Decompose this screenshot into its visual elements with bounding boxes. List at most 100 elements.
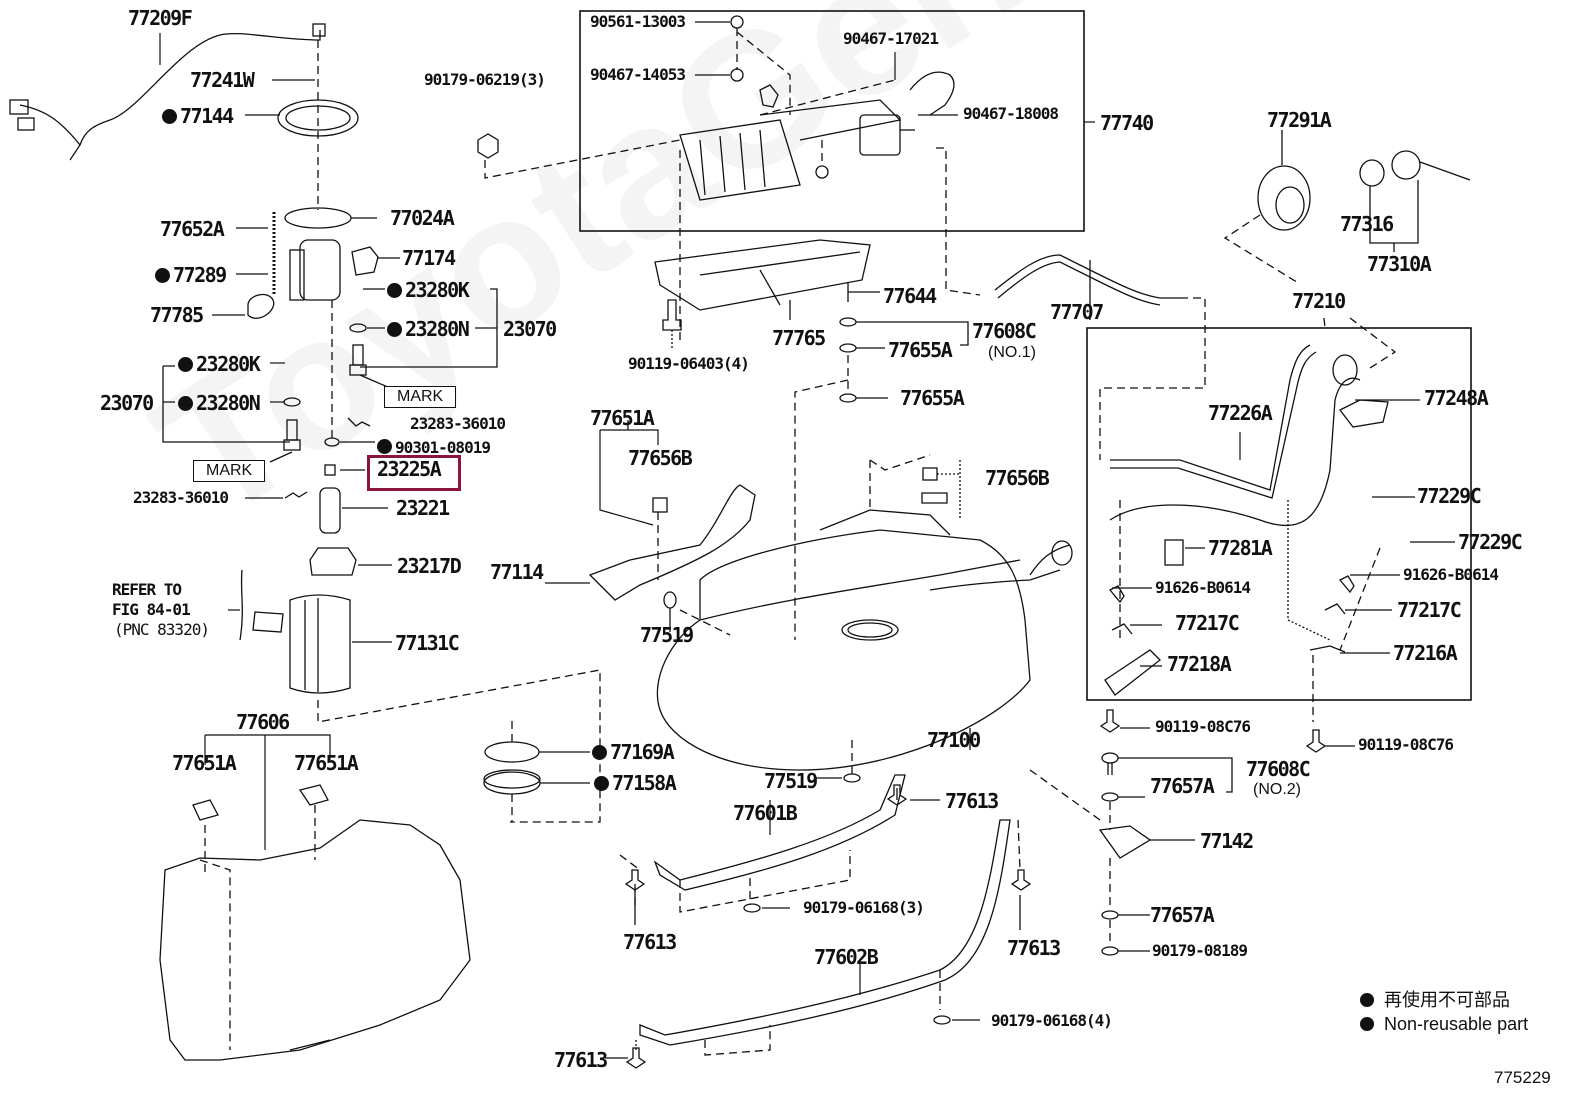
part-label[interactable]: 90467-14053 bbox=[590, 65, 686, 84]
part-label-non-reusable[interactable]: 90301-08019 bbox=[377, 439, 491, 456]
group-label-tank-band-no2[interactable]: 77608C bbox=[1246, 757, 1311, 781]
part-label[interactable]: 77114 bbox=[490, 560, 544, 584]
protector-77765 bbox=[654, 239, 871, 311]
part-label[interactable]: 77601B bbox=[733, 801, 798, 825]
part-label[interactable]: 77100 bbox=[927, 728, 981, 752]
part-label[interactable]: 77241W bbox=[190, 68, 255, 92]
part-label[interactable]: 77655A bbox=[888, 338, 953, 362]
part-label[interactable]: 77229C bbox=[1417, 484, 1482, 508]
filler-pipe-group-box bbox=[1086, 327, 1472, 701]
part-label[interactable]: 91626-B0614 bbox=[1155, 578, 1251, 597]
part-label[interactable]: 77613 bbox=[945, 789, 999, 813]
part-label-highlighted[interactable]: 23225A bbox=[377, 457, 442, 481]
part-label[interactable]: 77216A bbox=[1393, 641, 1458, 665]
part-label[interactable]: 77657A bbox=[1150, 903, 1215, 927]
part-label[interactable]: 77291A bbox=[1267, 108, 1332, 132]
mark-tag: MARK bbox=[384, 386, 457, 408]
part-label[interactable]: 90119-06403(4) bbox=[628, 354, 750, 373]
part-label[interactable]: 23070 bbox=[503, 317, 557, 341]
part-label[interactable]: 77613 bbox=[623, 930, 677, 954]
part-label[interactable]: 77652A bbox=[160, 217, 225, 241]
part-label[interactable]: 77142 bbox=[1200, 829, 1254, 853]
part-label[interactable]: 77613 bbox=[1007, 936, 1061, 960]
figure-number: 775229 bbox=[1494, 1068, 1551, 1087]
part-label[interactable]: 77651A bbox=[172, 751, 237, 775]
part-label[interactable]: 77310A bbox=[1367, 252, 1432, 276]
part-label[interactable]: 90467-18008 bbox=[963, 104, 1059, 123]
part-label[interactable]: 90179-06219(3) bbox=[424, 70, 546, 89]
part-label-non-reusable[interactable]: 23280K bbox=[387, 280, 470, 300]
part-label[interactable]: 77602B bbox=[814, 945, 879, 969]
fuel-tank-77100 bbox=[656, 529, 1031, 771]
wire-harness-77209f bbox=[9, 23, 326, 161]
breather-pipe-77707 bbox=[994, 254, 1180, 299]
filler-pipe-77210 bbox=[1104, 344, 1389, 696]
part-label[interactable]: 77519 bbox=[640, 623, 694, 647]
pump-bracket-23217d bbox=[309, 547, 357, 576]
part-label-non-reusable[interactable]: 23280K bbox=[178, 354, 261, 374]
part-label[interactable]: 77229C bbox=[1458, 530, 1523, 554]
part-label[interactable]: 90179-06168(4) bbox=[991, 1011, 1113, 1030]
part-label[interactable]: 77209F bbox=[128, 6, 193, 30]
group-sub-label: (NO.2) bbox=[1253, 781, 1301, 798]
part-label-non-reusable[interactable]: 23280N bbox=[178, 393, 261, 413]
part-label[interactable]: 90467-17021 bbox=[843, 29, 939, 48]
part-label[interactable]: 77519 bbox=[764, 769, 818, 793]
part-label-non-reusable[interactable]: 77144 bbox=[162, 106, 234, 126]
refer-note-line1: REFER TO bbox=[112, 580, 182, 599]
part-label[interactable]: 77765 bbox=[772, 326, 826, 350]
part-label[interactable]: 90179-06168(3) bbox=[803, 898, 925, 917]
part-label[interactable]: 77226A bbox=[1208, 401, 1273, 425]
fuel-cap-77310a bbox=[1391, 150, 1421, 180]
part-label[interactable]: 77613 bbox=[554, 1048, 608, 1072]
part-label[interactable]: 23070 bbox=[100, 391, 154, 415]
part-label[interactable]: 23217D bbox=[397, 554, 462, 578]
part-label[interactable]: 23283-36010 bbox=[133, 488, 229, 507]
part-label[interactable]: 77785 bbox=[150, 303, 204, 327]
part-label[interactable]: 77644 bbox=[883, 284, 937, 308]
retainer-77158a bbox=[483, 771, 541, 795]
part-label[interactable]: 77606 bbox=[236, 710, 290, 734]
part-label[interactable]: 90119-08C76 bbox=[1155, 717, 1251, 736]
part-label[interactable]: 77281A bbox=[1208, 536, 1273, 560]
part-label-non-reusable[interactable]: 23280N bbox=[387, 319, 470, 339]
lock-ring-77144 bbox=[277, 99, 359, 137]
part-label[interactable]: 77651A bbox=[294, 751, 359, 775]
part-label-non-reusable[interactable]: 77289 bbox=[155, 265, 227, 285]
part-label[interactable]: 77248A bbox=[1424, 386, 1489, 410]
legend-jp: 再使用不可部品 bbox=[1360, 988, 1528, 1012]
gasket-77169a bbox=[484, 741, 540, 763]
part-label[interactable]: 77217C bbox=[1175, 611, 1240, 635]
part-label[interactable]: 77218A bbox=[1167, 652, 1232, 676]
heat-insulator-77606 bbox=[159, 819, 471, 1061]
group-label-canister[interactable]: 77740 bbox=[1100, 111, 1154, 135]
part-label-non-reusable[interactable]: 77169A bbox=[592, 742, 675, 762]
refer-note-line2[interactable]: FIG 84-01 bbox=[112, 600, 191, 619]
part-label[interactable]: 77656B bbox=[985, 466, 1050, 490]
part-label[interactable]: 77316 bbox=[1340, 212, 1394, 236]
part-label[interactable]: 77131C bbox=[395, 631, 460, 655]
part-label[interactable]: 90119-08C76 bbox=[1358, 735, 1454, 754]
part-label[interactable]: 90561-13003 bbox=[590, 12, 686, 31]
group-label-filler-pipe[interactable]: 77210 bbox=[1292, 289, 1346, 313]
canister-group-box bbox=[579, 10, 1085, 232]
part-label[interactable]: 77707 bbox=[1050, 300, 1104, 324]
part-label[interactable]: 77651A bbox=[590, 406, 655, 430]
part-label-non-reusable[interactable]: 77158A bbox=[594, 773, 677, 793]
part-label[interactable]: 77174 bbox=[402, 246, 456, 270]
sub-tank-77131c bbox=[289, 594, 351, 694]
highlight-box bbox=[367, 455, 461, 491]
group-sub-label: (NO.1) bbox=[988, 344, 1036, 361]
part-label[interactable]: 77657A bbox=[1150, 774, 1215, 798]
legend: 再使用不可部品 Non-reusable part bbox=[1360, 988, 1528, 1036]
part-label[interactable]: 23221 bbox=[396, 496, 450, 520]
part-label[interactable]: 77656B bbox=[628, 446, 693, 470]
group-label-tank-band-no1[interactable]: 77608C bbox=[972, 319, 1037, 343]
part-label[interactable]: 90179-08189 bbox=[1152, 941, 1248, 960]
part-label[interactable]: 77217C bbox=[1397, 598, 1462, 622]
part-label[interactable]: 23283-36010 bbox=[410, 414, 506, 433]
part-label[interactable]: 77024A bbox=[390, 206, 455, 230]
part-label[interactable]: 91626-B0614 bbox=[1403, 565, 1499, 584]
part-label[interactable]: 77655A bbox=[900, 386, 965, 410]
